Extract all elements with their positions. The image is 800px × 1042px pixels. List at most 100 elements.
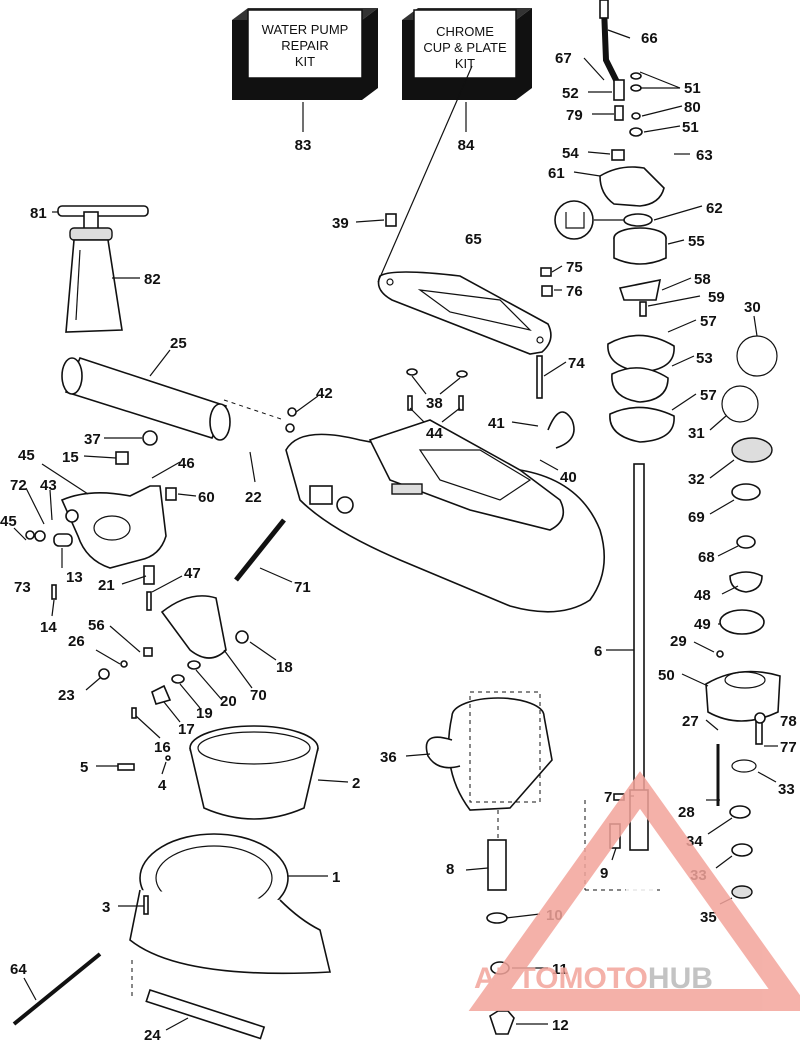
callout-83: 83 <box>295 137 312 154</box>
lever-70 <box>160 595 227 659</box>
impeller-housing-36 <box>425 691 553 811</box>
callout-44: 44 <box>426 425 443 442</box>
callout-51: 51 <box>684 80 701 97</box>
callout-32: 32 <box>688 471 705 488</box>
callout-45: 45 <box>18 447 35 464</box>
callout-17: 17 <box>178 721 195 738</box>
callout-65: 65 <box>465 231 482 248</box>
callout-74: 74 <box>568 355 585 372</box>
watermark-text-auto: AUTOMOTOHUB <box>474 962 713 995</box>
callout-49: 49 <box>694 616 711 633</box>
callout-77: 77 <box>780 739 797 756</box>
callout-6: 6 <box>594 643 602 660</box>
callout-2: 2 <box>352 775 360 792</box>
callout-69: 69 <box>688 509 705 526</box>
tube-25 <box>61 357 231 441</box>
kit-text: CUP & PLATE <box>423 40 507 55</box>
callout-13: 13 <box>66 569 83 586</box>
callout-53: 53 <box>696 350 713 367</box>
callout-59: 59 <box>708 289 725 306</box>
callout-9: 9 <box>600 865 608 882</box>
callout-16: 16 <box>154 739 171 756</box>
callout-42: 42 <box>316 385 333 402</box>
callout-31: 31 <box>688 425 705 442</box>
callout-43: 43 <box>40 477 57 494</box>
callout-64: 64 <box>10 961 27 978</box>
callout-62: 62 <box>706 200 723 217</box>
kit-text: REPAIR <box>281 38 328 53</box>
callout-24: 24 <box>144 1027 161 1042</box>
callout-18: 18 <box>276 659 293 676</box>
callout-11: 11 <box>552 961 568 978</box>
callout-57: 57 <box>700 313 717 330</box>
bracket-46 <box>60 485 167 569</box>
callout-47: 47 <box>184 565 201 582</box>
cup-2 <box>189 725 319 820</box>
callout-67: 67 <box>555 50 572 67</box>
callout-51: 51 <box>682 119 699 136</box>
callout-55: 55 <box>688 233 705 250</box>
callout-46: 46 <box>178 455 195 472</box>
callout-48: 48 <box>694 587 711 604</box>
grease-gun <box>57 205 149 333</box>
callout-36: 36 <box>380 749 397 766</box>
hose-41 <box>547 411 575 449</box>
callout-54: 54 <box>562 145 579 162</box>
callout-33: 33 <box>778 781 795 798</box>
callout-7: 7 <box>604 789 612 806</box>
kit-text: WATER PUMP <box>262 22 349 37</box>
callout-14: 14 <box>40 619 57 636</box>
water-pump-stack <box>554 0 781 899</box>
callout-26: 26 <box>68 633 85 650</box>
pump-housing <box>285 419 606 613</box>
callout-78: 78 <box>780 713 797 730</box>
intake-1 <box>129 833 332 975</box>
callout-37: 37 <box>84 431 101 448</box>
water-pump-repair-kit-box: WATER PUMP REPAIR KIT <box>232 8 378 100</box>
callout-40: 40 <box>560 469 577 486</box>
callout-84: 84 <box>458 137 475 154</box>
callout-4: 4 <box>158 777 167 794</box>
callout-60: 60 <box>198 489 215 506</box>
callout-68: 68 <box>698 549 715 566</box>
callout-61: 61 <box>548 165 565 182</box>
callout-19: 19 <box>196 705 213 722</box>
kit-text: CHROME <box>436 24 494 39</box>
callout-41: 41 <box>488 415 505 432</box>
callout-79: 79 <box>566 107 583 124</box>
callout-20: 20 <box>220 693 237 710</box>
kit-text: KIT <box>295 54 315 69</box>
leader-lines <box>13 29 778 1031</box>
callout-29: 29 <box>670 633 687 650</box>
callout-66: 66 <box>641 30 658 47</box>
callout-22: 22 <box>245 489 262 506</box>
callout-3: 3 <box>102 899 110 916</box>
callout-52: 52 <box>562 85 579 102</box>
callout-38: 38 <box>426 395 443 412</box>
watermark-red: AUTOMOTO <box>474 962 648 995</box>
callout-73: 73 <box>14 579 31 596</box>
callout-numbers: 83 84 66 67 51 52 80 79 51 54 63 61 62 5… <box>0 30 797 1042</box>
callout-56: 56 <box>88 617 105 634</box>
callout-27: 27 <box>682 713 699 730</box>
callout-23: 23 <box>58 687 75 704</box>
kit-text: KIT <box>455 56 475 71</box>
cover-plate-65 <box>377 271 552 355</box>
callout-80: 80 <box>684 99 701 116</box>
callout-81: 81 <box>30 205 47 222</box>
chrome-cup-plate-kit-box: CHROME CUP & PLATE KIT <box>402 8 532 100</box>
callout-25: 25 <box>170 335 187 352</box>
watermark-grey: HUB <box>648 962 713 995</box>
callout-71: 71 <box>294 579 311 596</box>
callout-72: 72 <box>10 477 27 494</box>
callout-70: 70 <box>250 687 267 704</box>
callout-35: 35 <box>700 909 717 926</box>
callout-50: 50 <box>658 667 675 684</box>
callout-12: 12 <box>552 1017 569 1034</box>
callout-75: 75 <box>566 259 583 276</box>
callout-28: 28 <box>678 804 695 821</box>
callout-8: 8 <box>446 861 454 878</box>
callout-76: 76 <box>566 283 583 300</box>
